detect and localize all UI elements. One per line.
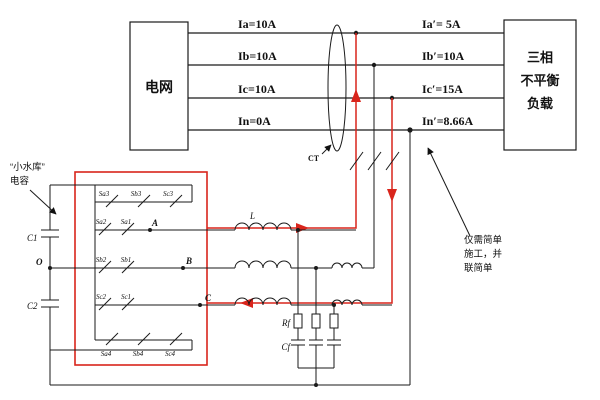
inductor-icon (234, 222, 292, 231)
resistor-icon (293, 313, 303, 329)
igbt-switch-icon (169, 194, 183, 208)
red-current-path-c (207, 98, 393, 304)
phase-current-labels-right: Ia′= 5A Ib′=10A Ic′=15A In′=8.66A (422, 17, 474, 128)
inductor-icon (234, 297, 292, 306)
switch-label: Sc3 (163, 190, 174, 198)
arrow-up-icon (351, 89, 361, 102)
top-switch-row: Sa3 Sb3 Sc3 (99, 190, 183, 208)
switch-label: Sb4 (133, 350, 144, 358)
switch-label: Sb3 (131, 190, 142, 198)
simple-install-note: 仅需简单 施工，并 联简单 (427, 147, 503, 274)
load-label-line2: 不平衡 (520, 73, 559, 88)
junction-dot (181, 266, 185, 270)
switch-slash-icon (349, 151, 364, 171)
igbt-switch-icon (98, 297, 112, 311)
node-a-label: A (151, 218, 158, 228)
ct-ellipse-icon (327, 24, 347, 152)
bottom-switch-row: Sa4 Sb4 Sc4 (101, 332, 183, 358)
switch-label: Sc4 (165, 350, 176, 358)
power-grid-box (129, 21, 189, 151)
igbt-switch-icon (98, 260, 112, 274)
phase-current-labels-left: Ia=10A Ib=10A Ic=10A In=0A (238, 17, 277, 128)
phase-n-right-label: In′=8.66A (422, 114, 474, 128)
resistor-icon (311, 313, 321, 329)
switch-slash-icon (385, 151, 400, 171)
igbt-switch-icon (105, 194, 119, 208)
igbt-switch-icon (105, 332, 119, 346)
simple-note-line1: 仅需简单 (464, 234, 503, 246)
inductor-icon (331, 262, 363, 269)
rc-filter: Rf Cf (281, 228, 341, 387)
phase-c-left-label: Ic=10A (238, 82, 276, 96)
switch-label: Sc1 (121, 293, 131, 301)
cf-label: Cf (281, 342, 291, 352)
arrow-down-icon (387, 189, 397, 202)
phase-a-right-label: Ia′= 5A (422, 17, 461, 31)
inductor-label: L (249, 211, 255, 221)
reservoir-note-line1: “小水库” (10, 161, 45, 173)
reservoir-note: “小水库” 电容 (10, 161, 57, 215)
igbt-switch-icon (121, 222, 135, 236)
inductor-icon (234, 260, 292, 269)
inductor-icon (331, 299, 363, 306)
simple-note-line3: 联简单 (464, 262, 493, 274)
switch-label: Sb2 (96, 256, 107, 264)
ct-label: CT (308, 154, 320, 163)
simple-note-arrow-icon (427, 147, 471, 237)
c2-label: C2 (27, 301, 38, 311)
node-b-label: B (185, 256, 192, 266)
igbt-switch-icon (98, 222, 112, 236)
igbt-switch-icon (121, 297, 135, 311)
dc-link-capacitors: C1 C2 O (27, 185, 59, 385)
phase-n-left-label: In=0A (238, 114, 271, 128)
output-inductors: L (234, 211, 392, 306)
phase-b-right-label: Ib′=10A (422, 49, 465, 63)
tap-junction-dots (353, 30, 413, 133)
reservoir-note-line2: 电容 (10, 175, 30, 187)
switch-label: Sb1 (121, 256, 132, 264)
switch-label: Sc2 (96, 293, 107, 301)
load-label-line1: 三相 (527, 50, 553, 65)
igbt-switch-icon (137, 194, 151, 208)
igbt-switch-icon (137, 332, 151, 346)
c1-label: C1 (27, 233, 38, 243)
switch-label: Sa2 (96, 218, 107, 226)
simple-note-line2: 施工，并 (464, 248, 503, 260)
ct-pointer-arrow-icon (321, 144, 332, 155)
phase-b-left-label: Ib=10A (238, 49, 277, 63)
phase-leg-a: Sa2 Sa1 A (95, 218, 235, 236)
disconnect-switches (349, 151, 400, 171)
phase-c-right-label: Ic′=15A (422, 82, 463, 96)
load-label-line3: 负载 (527, 96, 553, 111)
switch-label: Sa1 (121, 218, 132, 226)
phase-leg-c: Sc2 Sc1 C (95, 293, 235, 311)
phase-leg-b: Sb2 Sb1 B (50, 256, 235, 274)
igbt-switch-icon (169, 332, 183, 346)
node-o-label: O (36, 257, 43, 267)
node-c-label: C (205, 293, 212, 303)
igbt-switch-icon (121, 260, 135, 274)
arrow-left-icon (240, 298, 253, 308)
rf-label: Rf (281, 318, 291, 328)
phase-a-left-label: Ia=10A (238, 17, 277, 31)
junction-dot (148, 228, 152, 232)
junction-dot (198, 303, 202, 307)
resistor-icon (329, 313, 339, 329)
switch-slash-icon (367, 151, 382, 171)
load-box (503, 19, 577, 151)
switch-label: Sa4 (101, 350, 112, 358)
power-grid-label: 电网 (145, 79, 173, 95)
switch-label: Sa3 (99, 190, 110, 198)
reservoir-note-arrow-icon (29, 189, 57, 215)
